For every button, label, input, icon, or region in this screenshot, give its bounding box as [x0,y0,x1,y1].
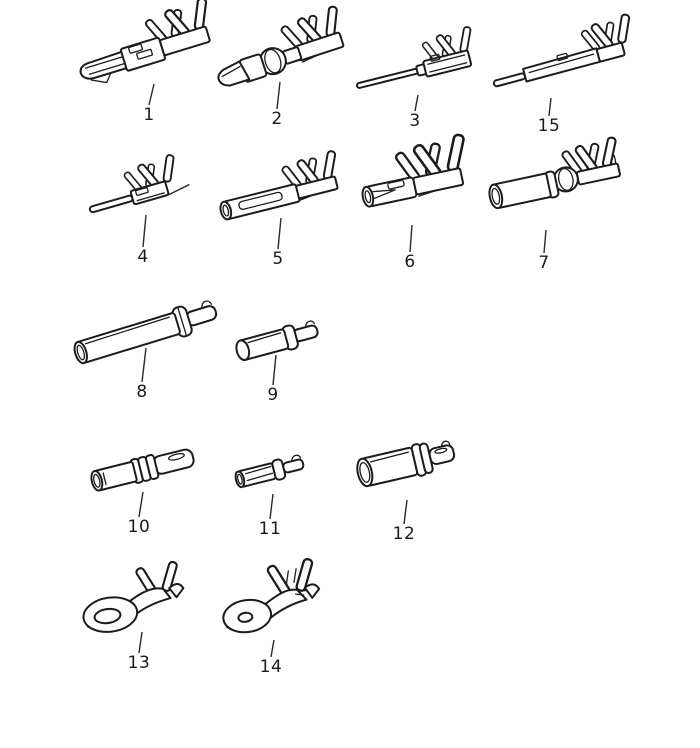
part-label-2: 2 [271,109,283,129]
leader-line-11 [269,493,274,520]
leader-line-12 [403,499,408,525]
part-9-short-insulating-sleeve-icon [235,320,319,361]
leader-line-2 [276,81,281,110]
part-3-round-pin-male-terminal-icon [355,24,478,89]
leader-line-4 [142,214,147,248]
part-label-5: 5 [272,249,284,269]
leader-line-7 [543,229,547,254]
part-2-bullet-male-terminal-icon [217,3,347,87]
part-label-6: 6 [404,252,416,272]
part-label-11: 11 [258,519,282,539]
part-label-14: 14 [259,657,283,677]
part-7-round-sleeve-receptacle-terminal-icon [488,134,624,210]
leader-lines [138,81,552,658]
leader-line-15 [548,97,552,117]
part-label-15: 15 [537,116,561,136]
part-14-ring-terminal-small-eye-icon [222,556,321,634]
part-6-flat-receptacle-terminal-icon [361,130,473,208]
part-label-1: 1 [143,105,155,125]
part-10-ribbed-connector-sleeve-icon [90,448,195,492]
leader-line-10 [138,491,144,518]
leader-line-13 [138,631,143,654]
leader-line-5 [277,217,282,250]
part-1-flat-blade-male-terminal-icon [79,0,217,84]
part-4-small-pin-male-terminal-icon [88,151,190,214]
leader-line-3 [414,94,419,112]
part-label-3: 3 [409,111,421,131]
leader-line-1 [148,83,155,106]
part-label-12: 12 [392,524,416,544]
part-8-long-insulating-sleeve-icon [73,300,218,365]
part-label-13: 13 [127,653,151,673]
part-label-10: 10 [127,517,151,537]
leader-line-14 [270,639,275,658]
part-12-large-connector-sleeve-icon [356,440,456,488]
part-label-9: 9 [267,385,279,405]
part-13-ring-terminal-large-eye-icon [82,559,185,633]
part-label-8: 8 [136,382,148,402]
part-label-4: 4 [137,247,149,267]
leader-line-6 [409,224,413,253]
part-15-long-pin-male-terminal-icon [492,11,638,88]
leader-line-8 [141,347,147,383]
part-11-small-connector-sleeve-icon [234,454,305,489]
part-label-7: 7 [538,253,550,273]
part-5-cylindrical-socket-terminal-icon [219,148,344,221]
leader-line-9 [272,354,277,386]
